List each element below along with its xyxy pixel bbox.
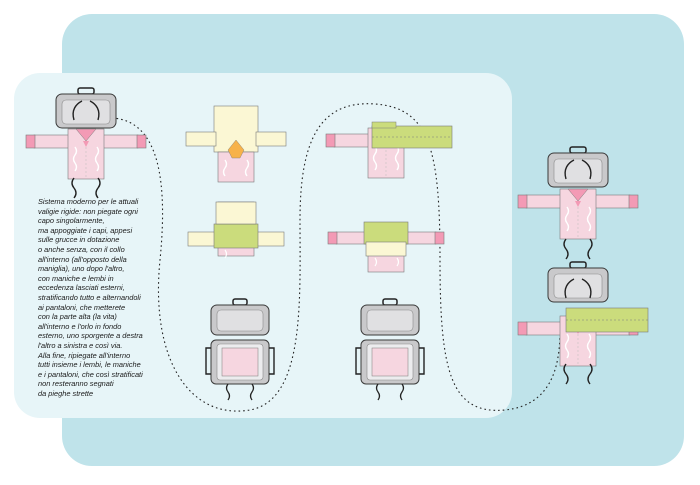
instruction-caption: Sistema moderno per le attuali valigie r… xyxy=(38,197,143,398)
flow-path xyxy=(111,103,561,412)
step-1-open-suitcase-with-shirt xyxy=(25,87,147,199)
step-9-suitcase-with-trousers xyxy=(517,261,649,385)
step-5-pink-shirt-with-trousers-right xyxy=(325,121,453,179)
step-7-closed-suitcase-middle xyxy=(355,298,425,401)
step-8-suitcase-with-shirt xyxy=(517,146,639,260)
step-2-cream-shirt-folded-sleeves xyxy=(185,105,287,183)
step-3-cream-shirt-with-trousers xyxy=(187,201,285,259)
step-4-closed-suitcase-left xyxy=(205,298,275,401)
step-6-folded-shirt-over-trousers xyxy=(327,221,445,273)
